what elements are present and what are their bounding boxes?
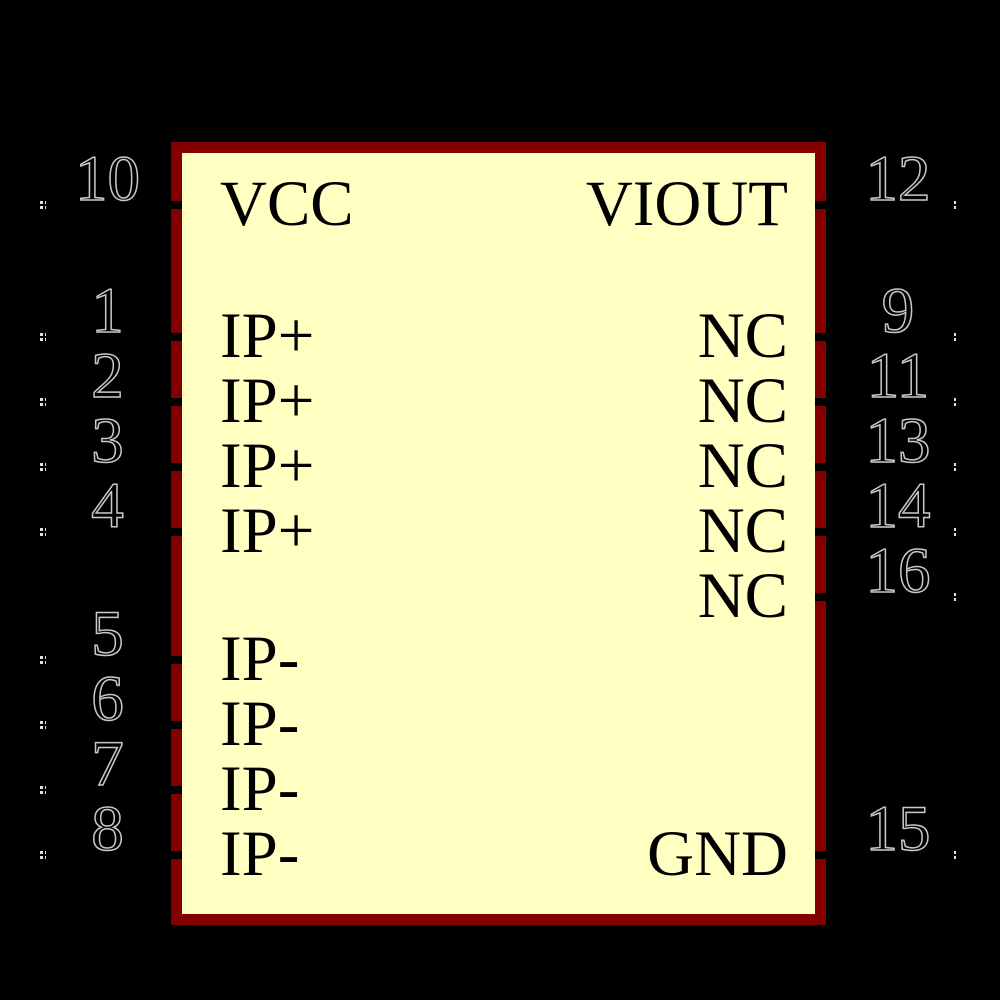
pin-label-viout: VIOUT (585, 168, 788, 240)
pin-number: 15 (865, 793, 932, 865)
pin-label-nc: NC (697, 365, 788, 437)
pin-endpoint-icon (40, 463, 43, 466)
pin-line (46, 656, 182, 664)
pin-number: 9 (881, 275, 915, 347)
pin-line (815, 851, 954, 859)
pin-line (46, 786, 182, 794)
pin-label-ip-plus: IP+ (220, 495, 315, 567)
pin-number: 3 (91, 405, 125, 477)
pin-endpoint-icon (40, 851, 43, 854)
pin-number: 16 (865, 535, 932, 607)
pin-endpoint-icon (40, 201, 43, 204)
pin-line (46, 721, 182, 729)
pin-endpoint-icon (40, 333, 43, 336)
pin-line (815, 593, 954, 601)
pin-number: 14 (865, 470, 932, 542)
pin-number: 10 (74, 143, 141, 215)
pin-endpoint-icon (40, 786, 43, 789)
pin-endpoint-icon (40, 528, 43, 531)
pin-label-ip-minus: IP- (220, 623, 300, 695)
pin-line (46, 463, 182, 471)
pin-number: 5 (91, 598, 125, 670)
pin-number: 7 (91, 728, 125, 800)
pin-line (46, 333, 182, 341)
pin-number: 1 (91, 275, 125, 347)
pin-line (815, 201, 954, 209)
pin-number: 6 (91, 663, 125, 735)
pin-label-nc: NC (697, 495, 788, 567)
pin-label-vcc: VCC (220, 168, 354, 240)
pin-line (815, 463, 954, 471)
pin-number: 4 (91, 470, 125, 542)
pin-line (46, 398, 182, 406)
pin-line (46, 201, 182, 209)
pin-label-ip-plus: IP+ (220, 430, 315, 502)
pin-endpoint-icon (40, 721, 43, 724)
pin-number: 13 (865, 405, 932, 477)
pin-label-ip-minus: IP- (220, 753, 300, 825)
pin-label-ip-minus: IP- (220, 688, 300, 760)
pin-line (46, 851, 182, 859)
pin-label-gnd: GND (647, 818, 788, 890)
pin-label-nc: NC (697, 560, 788, 632)
pin-label-ip-minus: IP- (220, 818, 300, 890)
pin-number: 12 (865, 143, 932, 215)
pin-line (815, 528, 954, 536)
pin-endpoint-icon (40, 398, 43, 401)
pin-line (46, 528, 182, 536)
pin-endpoint-icon (40, 656, 43, 659)
pin-number: 2 (91, 340, 125, 412)
pin-label-nc: NC (697, 430, 788, 502)
pin-line (815, 333, 954, 341)
pin-label-nc: NC (697, 300, 788, 372)
pin-number: 11 (866, 340, 930, 412)
pin-label-ip-plus: IP+ (220, 365, 315, 437)
pin-number: 8 (91, 793, 125, 865)
pin-label-ip-plus: IP+ (220, 300, 315, 372)
pin-line (815, 398, 954, 406)
